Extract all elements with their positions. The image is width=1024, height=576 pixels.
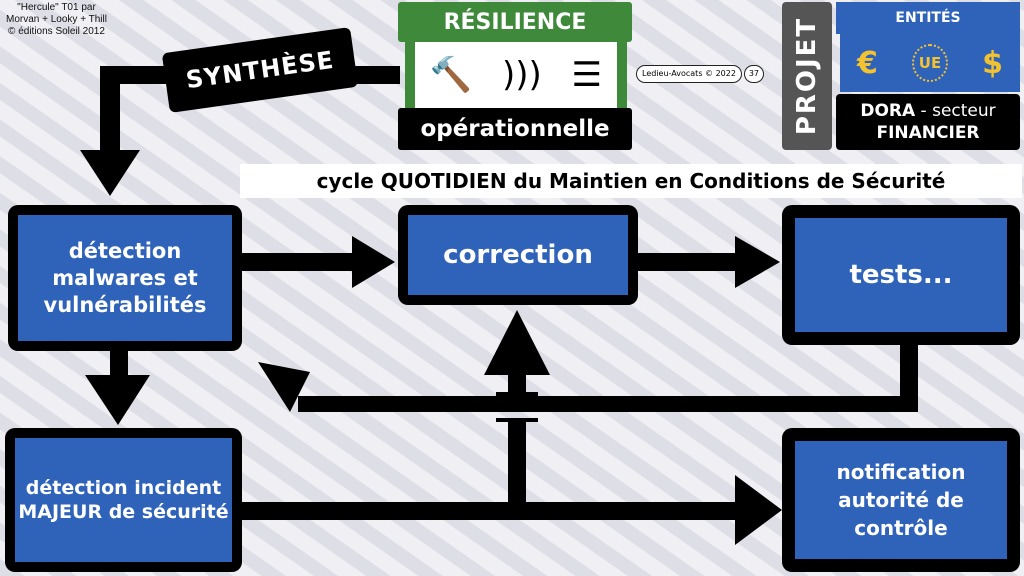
page-number: 37	[743, 65, 764, 83]
up-line	[508, 370, 526, 392]
eu-flag: € UE $	[840, 34, 1020, 92]
up-line-bar	[496, 418, 538, 422]
arrowhead-diagonal	[258, 362, 310, 412]
resilience-icons: 🔨 ))) ☰	[405, 42, 627, 108]
credit-line: Morvan + Looky + Thill	[6, 14, 107, 25]
arrow-detection-correction	[240, 253, 355, 271]
server-icon: ☰	[571, 55, 603, 95]
projet-text: PROJET	[792, 16, 823, 136]
dora-rest: - secteur	[915, 101, 996, 121]
entites-label: ENTITÉS	[836, 2, 1020, 34]
arrowhead-right	[735, 236, 780, 288]
up-line-bar	[496, 392, 538, 396]
return-line	[900, 340, 918, 412]
arrowhead-down	[80, 150, 140, 196]
eu-stars-icon: UE	[911, 44, 949, 82]
box-notification: notification autorité de contrôle	[782, 428, 1020, 572]
box-incident: détection incident MAJEUR de sécurité	[5, 428, 242, 572]
return-line-horizontal	[298, 396, 918, 412]
credit-line: © éditions Soleil 2012	[8, 26, 105, 37]
credit-line: "Hercule" T01 par	[17, 2, 96, 13]
dora-bold: DORA	[860, 101, 916, 121]
footer: Ledieu-Avocats © 2022 37	[636, 65, 764, 83]
box-correction-text: correction	[408, 215, 628, 295]
resilience-subtitle: opérationnelle	[398, 108, 632, 150]
arrow-correction-tests	[638, 253, 738, 271]
box-tests-text: tests...	[795, 218, 1007, 332]
box-correction: correction	[398, 205, 638, 305]
synthese-down-line	[100, 66, 120, 156]
hammer-icon: 🔨	[429, 55, 473, 95]
shield-wave-icon: )))	[502, 55, 542, 95]
arrowhead-down	[85, 375, 150, 425]
page-title: cycle QUOTIDIEN du Maintien en Condition…	[240, 164, 1022, 198]
image-credit: "Hercule" T01 par Morvan + Looky + Thill…	[6, 2, 107, 38]
resilience-title: RÉSILIENCE	[398, 2, 632, 42]
box-incident-text: détection incident MAJEUR de sécurité	[15, 438, 232, 562]
arrowhead-right	[352, 236, 395, 288]
arrow-incident-notification	[240, 502, 740, 520]
box-detection: détection malwares et vulnérabilités	[8, 205, 242, 351]
box-detection-text: détection malwares et vulnérabilités	[18, 215, 232, 341]
up-line	[508, 420, 526, 510]
dora-line2: FINANCIER	[876, 123, 980, 143]
arrowhead-up	[484, 310, 550, 375]
projet-label: PROJET	[782, 2, 832, 150]
arrow-detection-incident	[110, 348, 128, 378]
footer-author: Ledieu-Avocats © 2022	[636, 65, 742, 83]
dollar-icon: $	[982, 45, 1004, 81]
box-tests: tests...	[782, 205, 1020, 345]
arrowhead-right	[735, 475, 782, 545]
box-notification-text: notification autorité de contrôle	[795, 441, 1007, 559]
euro-icon: €	[856, 45, 878, 81]
dora-label: DORA - secteur FINANCIER	[836, 94, 1020, 150]
